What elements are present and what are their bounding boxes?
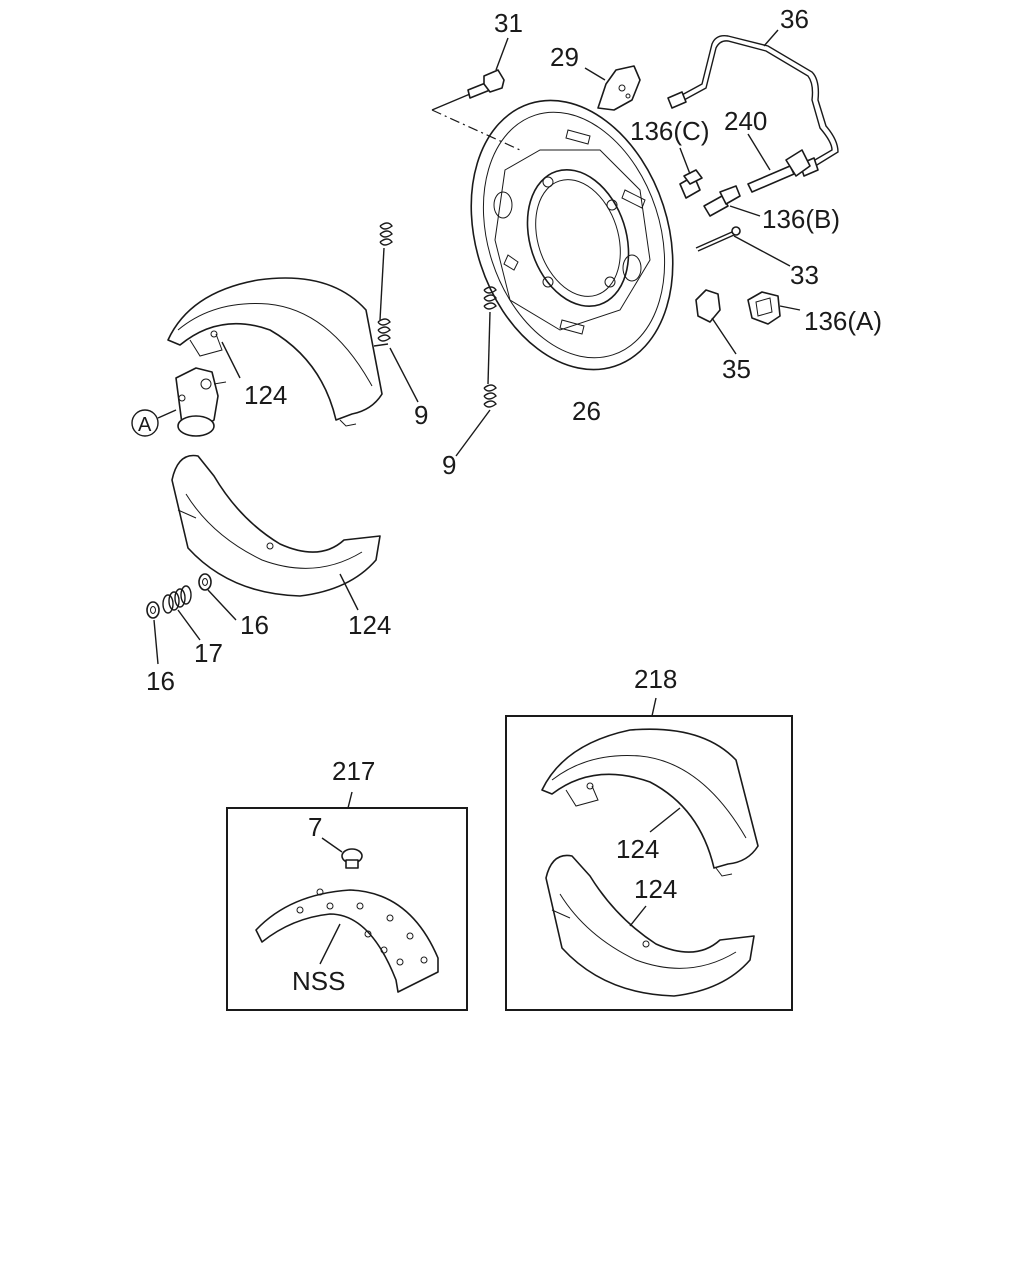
label-9-lower: 9 xyxy=(442,450,456,480)
label-26: 26 xyxy=(572,396,601,426)
fitting-136a xyxy=(747,291,781,325)
brake-shoe-lower xyxy=(171,454,381,597)
label-124-upper: 124 xyxy=(244,380,287,410)
label-29: 29 xyxy=(550,42,579,72)
spring-9-lower xyxy=(483,286,497,408)
brake-lining xyxy=(255,888,439,993)
leader xyxy=(177,609,201,641)
label-17: 17 xyxy=(194,638,223,668)
brake-shoe-upper xyxy=(167,277,383,427)
label-31: 31 xyxy=(494,8,523,38)
leader xyxy=(649,807,681,833)
fitting-136b xyxy=(703,185,741,217)
label-16-left: 16 xyxy=(146,666,175,696)
washer-16-a xyxy=(198,573,212,591)
label-9-upper: 9 xyxy=(414,400,428,430)
backing-plate xyxy=(470,99,674,371)
leader xyxy=(455,409,491,457)
bolt-31 xyxy=(467,69,505,99)
label-136b: 136(B) xyxy=(762,204,840,234)
leader xyxy=(319,923,341,965)
leader xyxy=(221,341,241,379)
label-16-right: 16 xyxy=(240,610,269,640)
leader xyxy=(347,791,353,809)
label-124-kit-upper: 124 xyxy=(616,834,659,864)
label-240: 240 xyxy=(724,106,767,136)
leader xyxy=(651,697,657,717)
label-nss: NSS xyxy=(292,966,345,996)
pin-33 xyxy=(695,226,741,252)
leader xyxy=(321,837,343,853)
wheel-cylinder xyxy=(175,367,227,437)
leader xyxy=(389,347,419,403)
kit-217-box xyxy=(226,807,468,1011)
label-136c: 136(C) xyxy=(630,116,709,146)
label-124-kit-lower: 124 xyxy=(634,874,677,904)
label-217: 217 xyxy=(332,756,375,786)
bolt-240 xyxy=(747,149,811,193)
leader xyxy=(729,205,761,217)
leader xyxy=(157,409,177,419)
label-35: 35 xyxy=(722,354,751,384)
label-7: 7 xyxy=(308,812,322,842)
leader xyxy=(629,905,647,927)
bracket-29 xyxy=(597,65,641,111)
fitting-136c xyxy=(679,169,703,199)
spring-9-upper xyxy=(373,222,393,347)
label-124-lower: 124 xyxy=(348,610,391,640)
leader xyxy=(339,573,359,611)
axis-dashline xyxy=(431,109,521,151)
label-36: 36 xyxy=(780,4,809,34)
leader xyxy=(584,67,606,81)
label-218: 218 xyxy=(634,664,677,694)
washer-16-b xyxy=(146,601,160,619)
rivet-7 xyxy=(341,848,363,869)
brake-shoe-kit-lower xyxy=(545,854,755,997)
label-33: 33 xyxy=(790,260,819,290)
leader xyxy=(779,305,801,311)
spring-17 xyxy=(162,585,192,614)
leader xyxy=(153,619,159,665)
leader xyxy=(495,37,509,71)
cap-35 xyxy=(695,289,721,323)
leader xyxy=(733,235,791,267)
leader xyxy=(763,29,779,47)
brake-shoe-kit-upper xyxy=(541,728,759,877)
leader xyxy=(747,133,771,171)
leader xyxy=(679,147,691,175)
kit-218-box xyxy=(505,715,793,1011)
label-136a: 136(A) xyxy=(804,306,882,336)
label-a: A xyxy=(138,414,152,436)
callout-circle-a xyxy=(131,409,159,437)
leader xyxy=(431,93,471,111)
leader xyxy=(711,317,737,355)
leader xyxy=(207,589,237,621)
